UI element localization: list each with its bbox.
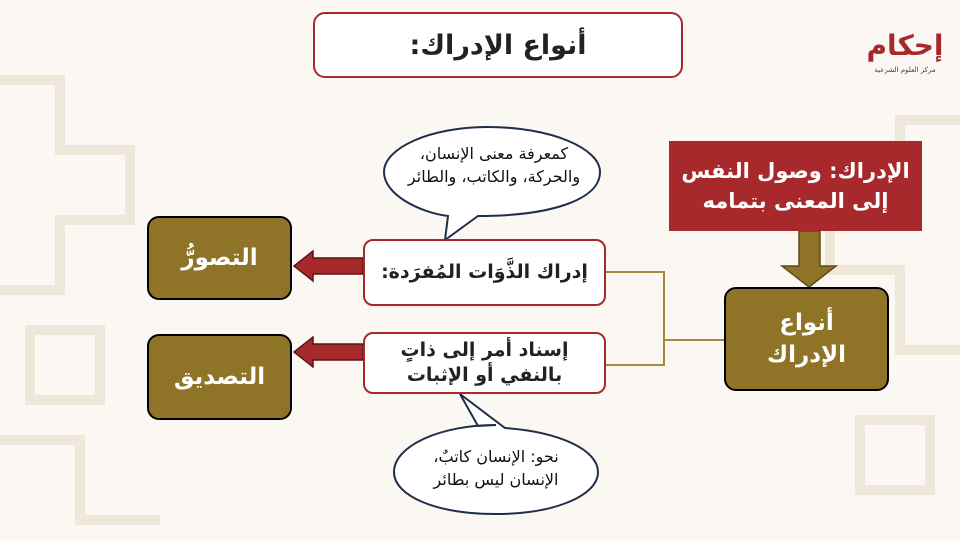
tasawwur-box: التصورُّ	[147, 216, 292, 300]
example-bubble-bottom	[392, 393, 600, 516]
tasawwur-label: التصورُّ	[181, 245, 258, 271]
brand-logo: إحكام مركز العلوم الشرعية	[866, 20, 944, 92]
center-line-2: الإدراك	[766, 342, 847, 368]
page-title-text: أنواع الإدراك:	[409, 29, 587, 61]
example-2-line-2: الإنسان ليس بطائر	[433, 470, 559, 490]
type-2-description-line-2: بالنفي أو الإثبات	[406, 364, 563, 386]
tasdiq-label: التصديق	[173, 364, 266, 390]
logo-subtitle: مركز العلوم الشرعية	[874, 66, 936, 74]
example-1-text: كمعرفة معنى الإنسان، والحركة، والكاتب، و…	[396, 142, 592, 188]
arrow-to-tasawwur	[292, 249, 364, 283]
example-2-text: نحو: الإنسان كاتبٌ، الإنسان ليس بطائر	[400, 445, 592, 491]
tasdiq-box: التصديق	[147, 334, 292, 420]
arrow-to-tasdiq	[292, 335, 364, 369]
type-2-description-line-1: إسناد أمر إلى ذاتٍ	[400, 339, 569, 362]
definition-line-2: إلى المعنى بتمامه	[702, 189, 889, 213]
example-1-line-2: والحركة، والكاتب، والطائر	[407, 167, 581, 187]
page-title: أنواع الإدراك:	[313, 12, 683, 78]
type-2-description: إسناد أمر إلى ذاتٍ بالنفي أو الإثبات	[363, 332, 606, 394]
example-2-line-1: نحو: الإنسان كاتبٌ،	[433, 447, 559, 466]
down-arrow	[779, 230, 839, 288]
example-bubble-top	[382, 125, 602, 243]
logo-name: إحكام	[866, 29, 944, 62]
type-1-description-text: إدراك الذَّوَات المُفرَدة:	[381, 261, 588, 284]
center-line-1: أنواع	[779, 309, 834, 336]
definition-line-1: الإدراك: وصول النفس	[681, 158, 910, 183]
center-box: أنواع الإدراك	[724, 287, 889, 391]
example-1-line-1: كمعرفة معنى الإنسان،	[419, 144, 569, 163]
type-1-description: إدراك الذَّوَات المُفرَدة:	[363, 239, 606, 306]
definition-box: الإدراك: وصول النفس إلى المعنى بتمامه	[669, 141, 922, 231]
